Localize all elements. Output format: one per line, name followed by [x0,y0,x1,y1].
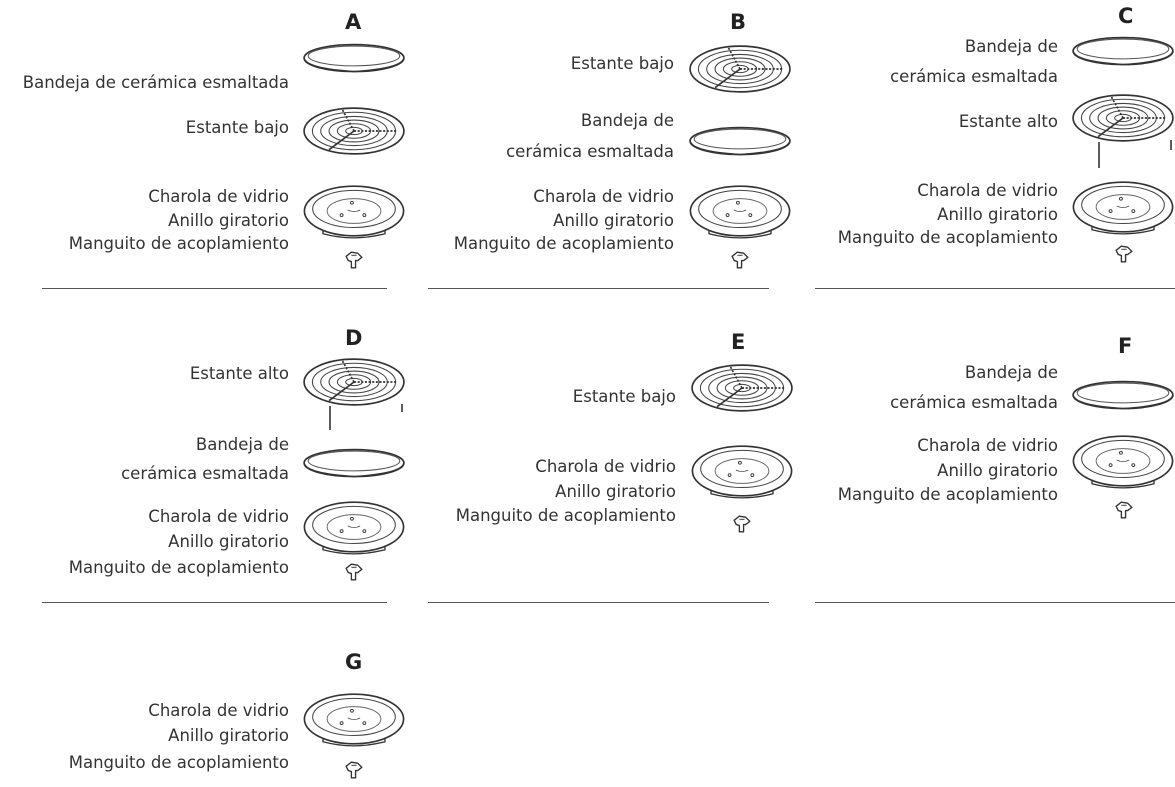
label-tray-1: Bandeja de [964,37,1058,56]
enameled-tray [303,448,405,478]
high-rack [1072,94,1174,142]
label-rack: Estante bajo [570,54,674,73]
glass-tray [303,185,405,239]
panel-letter: B [730,10,747,34]
panel-c: C Bandeja de cerámica esmaltada Estante … [815,0,1175,290]
label-tray-2: cerámica esmaltada [121,464,289,483]
glass-tray [689,185,791,239]
label-coupler: Manguito de acoplamiento [68,234,289,253]
glass-tray [1072,181,1174,235]
label-glass: Charola de vidrio [148,507,289,526]
label-glass: Charola de vidrio [148,701,289,720]
panel-letter: E [731,330,746,354]
panel-letter: G [345,650,363,674]
label-tray-1: Bandeja de [195,435,289,454]
coupler-icon [1115,501,1133,519]
panel-letter: D [345,326,363,350]
divider [428,288,769,289]
label-tray-1: Bandeja de [580,111,674,130]
low-rack [303,107,405,155]
coupler-icon [731,251,749,269]
rack-leg [1098,140,1172,168]
label-ring: Anillo giratorio [937,205,1058,224]
glass-tray [691,445,793,499]
panel-letter: C [1118,4,1134,28]
coupler-icon [1115,245,1133,263]
label-ring: Anillo giratorio [553,211,674,230]
label-glass: Charola de vidrio [917,436,1058,455]
coupler-icon [345,563,363,581]
label-glass: Charola de vidrio [148,187,289,206]
label-glass: Charola de vidrio [917,181,1058,200]
rack-leg [329,404,403,430]
coupler-icon [345,251,363,269]
glass-tray [1072,435,1174,489]
label-tray-1: Bandeja de [964,363,1058,382]
panel-d: D Estante alto Bandeja de cerámica esmal… [0,300,405,610]
enameled-tray [1072,380,1174,410]
divider [42,288,387,289]
panel-letter: A [345,10,362,34]
label-rack: Estante bajo [572,387,676,406]
panel-b: B Estante bajo Bandeja de cerámica esmal… [428,0,791,290]
glass-tray [303,693,405,747]
label-ring: Anillo giratorio [937,461,1058,480]
label-rack: Estante alto [189,364,289,383]
enameled-tray [689,126,791,156]
label-coupler: Manguito de acoplamiento [453,234,674,253]
panel-a: A Bandeja de cerámica esmaltada Estante … [0,0,405,290]
label-tray: Bandeja de cerámica esmaltada [22,73,289,92]
divider [815,288,1175,289]
label-rack: Estante alto [958,112,1058,131]
panel-e: E Estante bajo Charola de vidrio Anillo … [428,300,793,610]
label-glass: Charola de vidrio [533,187,674,206]
panel-letter: F [1118,334,1133,358]
enameled-tray [1072,36,1174,66]
label-tray-2: cerámica esmaltada [890,393,1058,412]
label-coupler: Manguito de acoplamiento [837,485,1058,504]
coupler-icon [345,761,363,779]
panel-g: G Charola de vidrio Anillo giratorio Man… [0,615,405,787]
coupler-icon [733,515,751,533]
low-rack [691,364,793,412]
label-tray-2: cerámica esmaltada [890,67,1058,86]
label-coupler: Manguito de acoplamiento [68,558,289,577]
label-coupler: Manguito de acoplamiento [837,228,1058,247]
panel-f: F Bandeja de cerámica esmaltada Charola … [815,300,1175,610]
label-coupler: Manguito de acoplamiento [68,753,289,772]
divider [815,602,1175,603]
glass-tray [303,501,405,555]
divider [42,602,387,603]
high-rack [303,358,405,406]
label-glass: Charola de vidrio [535,457,676,476]
label-rack: Estante bajo [185,118,289,137]
label-coupler: Manguito de acoplamiento [455,506,676,525]
low-rack [689,45,791,93]
label-ring: Anillo giratorio [168,211,289,230]
enameled-tray [303,43,405,73]
label-tray-2: cerámica esmaltada [506,142,674,161]
label-ring: Anillo giratorio [555,482,676,501]
label-ring: Anillo giratorio [168,532,289,551]
label-ring: Anillo giratorio [168,726,289,745]
divider [428,602,769,603]
